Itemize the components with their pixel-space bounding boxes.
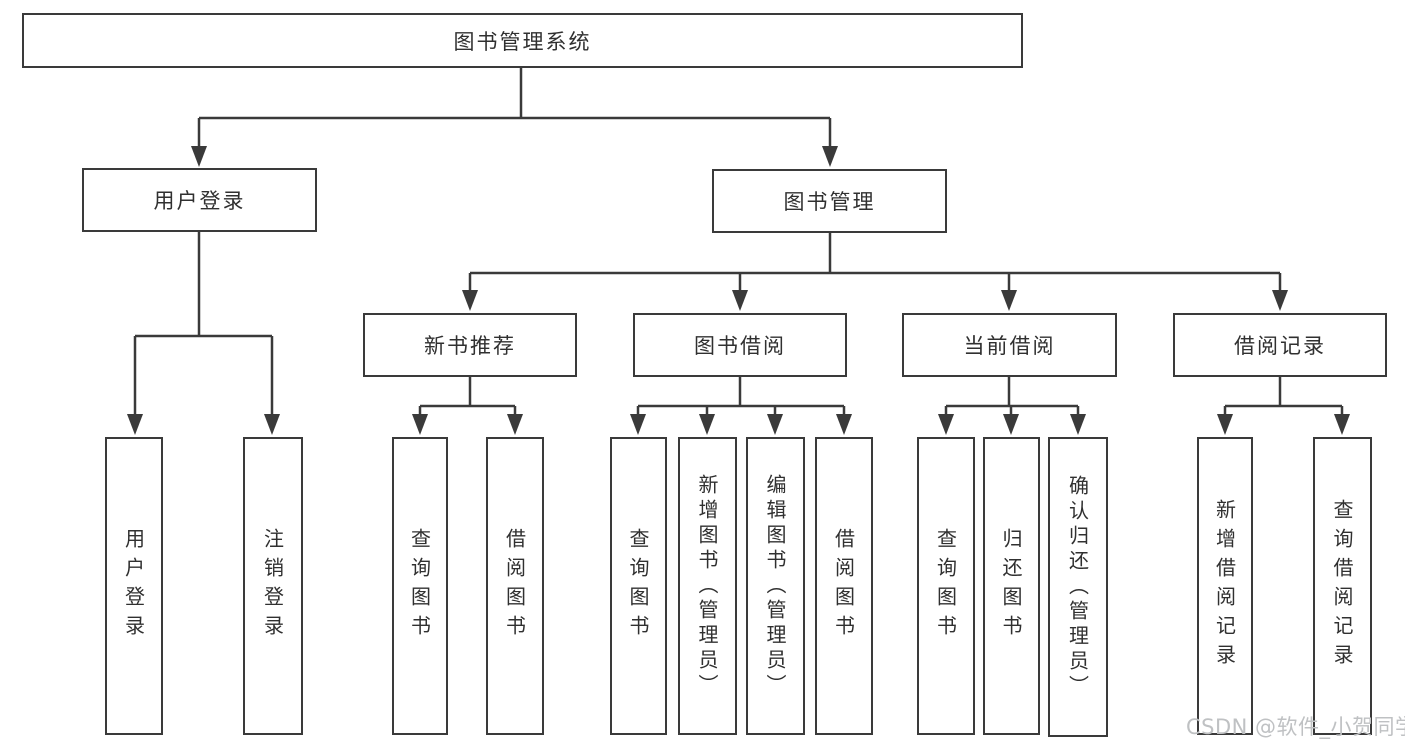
leaf-logout-label: 注销登录: [260, 528, 285, 644]
connector-new-book: [418, 377, 517, 418]
node-book-management: 图书管理: [712, 169, 947, 233]
connector-root: [197, 68, 832, 150]
node-root: 图书管理系统: [22, 13, 1023, 68]
leaf-add-borrow-record-label: 新增借阅记录: [1212, 499, 1237, 673]
node-new-book-recommend: 新书推荐: [363, 313, 577, 377]
arrowhead: [412, 414, 428, 435]
leaf-user-login: 用户登录: [105, 437, 163, 735]
leaf-confirm-return-admin: 确认归还（管理员）: [1048, 437, 1108, 737]
leaf-recommend-borrow-books: 借阅图书: [486, 437, 544, 735]
node-root-label: 图书管理系统: [453, 29, 592, 54]
arrowhead: [1334, 414, 1350, 435]
watermark-text: CSDN @软件_小贺同学: [1186, 715, 1405, 739]
arrowhead: [836, 414, 852, 435]
leaf-recommend-query-books: 查询图书: [392, 437, 448, 735]
arrowhead: [191, 146, 207, 167]
arrowhead: [1070, 414, 1086, 435]
leaf-query-borrow-record: 查询借阅记录: [1313, 437, 1372, 735]
leaf-user-login-label: 用户登录: [121, 528, 146, 644]
leaf-current-query-books-label: 查询图书: [933, 528, 958, 644]
leaf-borrow-books: 借阅图书: [815, 437, 873, 735]
leaf-recommend-borrow-books-label: 借阅图书: [502, 528, 527, 644]
connector-book-borrow: [636, 377, 846, 418]
arrowhead: [1001, 290, 1017, 311]
arrowhead: [264, 414, 280, 435]
arrowhead: [699, 414, 715, 435]
leaf-return-books: 归还图书: [983, 437, 1040, 735]
arrowhead: [630, 414, 646, 435]
arrowhead: [1003, 414, 1019, 435]
node-borrow-record: 借阅记录: [1173, 313, 1387, 377]
leaf-current-query-books: 查询图书: [917, 437, 975, 735]
connector-current-borrow: [944, 377, 1080, 418]
leaf-add-borrow-record: 新增借阅记录: [1197, 437, 1253, 735]
arrowhead: [1272, 290, 1288, 311]
arrowhead: [1217, 414, 1233, 435]
leaf-add-books-admin-label: 新增图书（管理员）: [695, 473, 719, 699]
leaf-return-books-label: 归还图书: [999, 528, 1023, 644]
leaf-recommend-query-books-label: 查询图书: [407, 528, 432, 644]
node-current-borrow-label: 当前借阅: [963, 334, 1056, 358]
leaf-logout: 注销登录: [243, 437, 303, 735]
leaf-borrow-query-books-label: 查询图书: [626, 528, 650, 644]
node-new-book-recommend-label: 新书推荐: [424, 334, 516, 358]
arrowhead: [822, 146, 838, 167]
leaf-borrow-books-label: 借阅图书: [831, 528, 856, 644]
arrowhead: [507, 414, 523, 435]
connector-borrow-record: [1223, 377, 1344, 418]
leaf-edit-books-admin-label: 编辑图书（管理员）: [763, 473, 787, 699]
leaf-query-borrow-record-label: 查询借阅记录: [1330, 499, 1354, 673]
node-borrow-record-label: 借阅记录: [1234, 334, 1326, 358]
arrowhead: [462, 290, 478, 311]
leaf-borrow-query-books: 查询图书: [610, 437, 667, 735]
node-book-borrow-label: 图书借阅: [694, 334, 786, 358]
node-book-borrow: 图书借阅: [633, 313, 847, 377]
arrowhead: [767, 414, 783, 435]
arrowhead: [732, 290, 748, 311]
connector-user-login: [133, 232, 274, 418]
leaf-edit-books-admin: 编辑图书（管理员）: [746, 437, 805, 735]
arrowhead: [127, 414, 143, 435]
arrowhead: [938, 414, 954, 435]
leaf-confirm-return-admin-label: 确认归还（管理员）: [1065, 474, 1090, 700]
leaf-add-books-admin: 新增图书（管理员）: [678, 437, 737, 735]
connector-book-management: [468, 233, 1282, 294]
node-current-borrow: 当前借阅: [902, 313, 1117, 377]
node-user-login-label: 用户登录: [153, 189, 246, 213]
node-user-login: 用户登录: [82, 168, 317, 232]
arrowheads: [127, 146, 1350, 435]
node-book-management-label: 图书管理: [783, 190, 876, 214]
